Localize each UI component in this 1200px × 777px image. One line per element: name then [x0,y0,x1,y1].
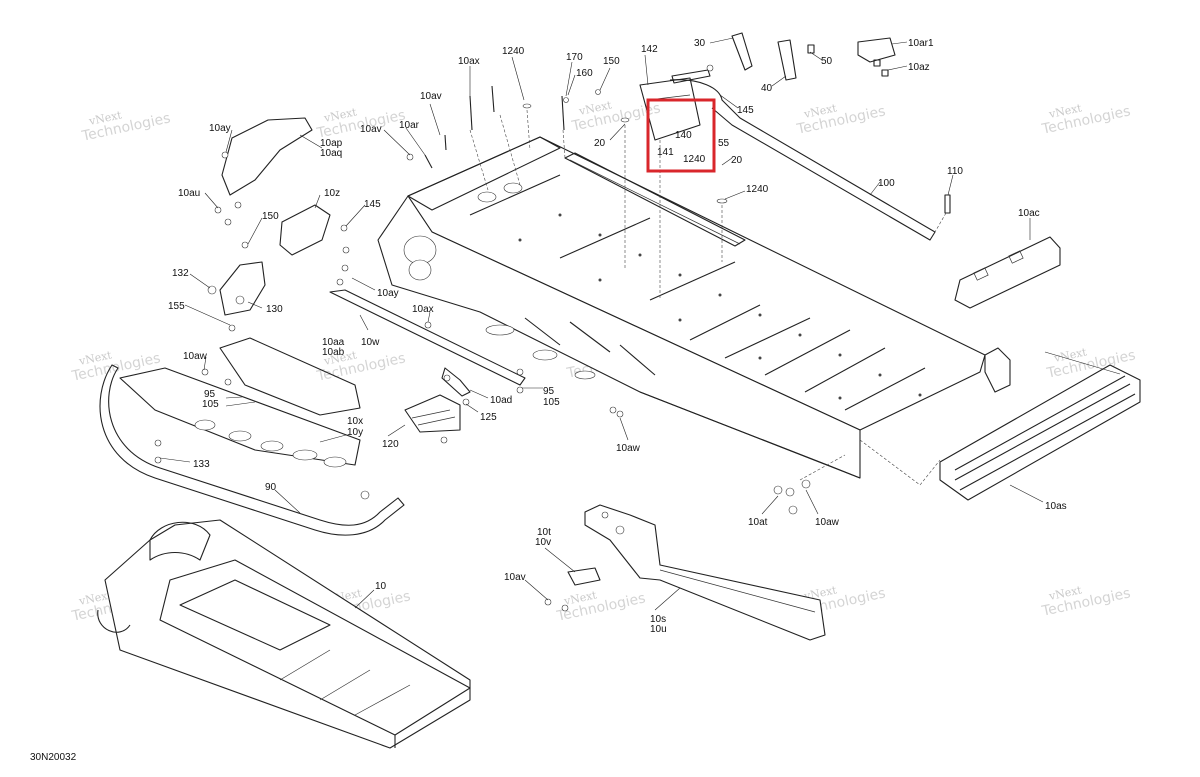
bracket-10z [279,204,331,256]
callout-141: 141 [657,147,674,158]
callout-145: 145 [737,105,754,116]
callout-55: 55 [718,138,730,149]
footrest-bracket-120 [404,394,461,433]
rail-10ay [329,289,526,386]
callout-10v: 10v [535,537,551,548]
callout-90: 90 [265,482,277,493]
callout-1240: 1240 [502,46,525,57]
callout-labels: 10ax 1240 170 160 150 142 30 40 50 10ar1… [168,38,1067,635]
callout-95: 95 [543,386,555,397]
bracket-130 [219,261,266,316]
callout-10at: 10at [748,517,768,528]
callout-105: 105 [543,397,560,408]
callout-10ar: 10ar [399,120,420,131]
callout-155: 155 [168,301,185,312]
callout-10t: 10t [537,527,551,538]
callout-20: 20 [594,138,606,149]
callout-10av: 10av [360,124,382,135]
callout-10ab: 10ab [322,347,345,358]
callout-10x: 10x [347,416,363,427]
callout-10az: 10az [908,62,930,73]
callout-10ax: 10ax [412,304,434,315]
upper-bracket-cluster [424,32,951,486]
callout-10av: 10av [420,91,442,102]
callout-160: 160 [576,68,593,79]
callout-105: 105 [202,399,219,410]
callout-10: 10 [375,581,387,592]
callout-1240: 1240 [746,184,769,195]
tunnel-ribs [469,174,926,411]
callout-10ad: 10ad [490,395,512,406]
steering-column-tube [669,79,936,241]
callout-125: 125 [480,412,497,423]
callout-10u: 10u [650,624,667,635]
callout-170: 170 [566,52,583,63]
callout-132: 132 [172,268,189,279]
callout-10y: 10y [347,427,363,438]
small-hardware [154,64,811,612]
tunnel-front-section [407,136,561,211]
bracket-10ad [441,367,471,397]
rear-bumper-10as [939,364,1141,501]
front-bumper-90 [99,364,405,536]
callout-10ax: 10ax [458,56,480,67]
callout-145: 145 [364,199,381,210]
bracket-10ac [954,236,1061,309]
bracket-30 [731,32,753,71]
main-tunnel-assembly [377,136,1011,479]
highlight-box [646,98,716,173]
skid-plate-10x [119,367,361,466]
bracket-10ar1 [857,37,896,63]
callout-10ay: 10ay [209,123,231,134]
callout-10as: 10as [1045,501,1067,512]
callout-10aw: 10aw [815,517,840,528]
left-front-brackets [119,117,526,468]
bracket-40 [777,39,797,81]
bracket-10t [567,567,601,586]
callout-10z: 10z [324,188,340,199]
callout-120: 120 [382,439,399,450]
assembled-tunnel-view-10 [97,519,471,749]
callout-10av: 10av [504,572,526,583]
callout-50: 50 [821,56,833,67]
side-wall-braces [524,317,861,479]
callout-110: 110 [947,166,963,177]
callout-10ar1: 10ar1 [908,38,934,49]
side-rail-10s [567,504,826,641]
callout-130: 130 [266,304,283,315]
callout-150: 150 [262,211,279,222]
tunnel-holes [403,182,922,400]
callout-10s: 10s [650,614,666,625]
skid-plate-cutouts [194,419,347,468]
callout-10aw: 10aw [183,351,208,362]
callout-100: 100 [878,178,895,189]
callout-10ay: 10ay [377,288,399,299]
callout-20: 20 [731,155,743,166]
callout-10aq: 10aq [320,148,342,159]
tunnel-top-rail [564,152,746,247]
plate-10aa [219,337,361,416]
callout-40: 40 [761,83,773,94]
callout-10ac: 10ac [1018,208,1040,219]
callout-10aa: 10aa [322,337,345,348]
callout-10au: 10au [178,188,200,199]
callout-10ap: 10ap [320,138,343,149]
callout-95: 95 [204,389,216,400]
leader-lines [159,37,1121,611]
callout-142: 142 [641,44,658,55]
callout-10w: 10w [361,337,380,348]
callout-140: 140 [675,130,692,141]
callout-30: 30 [694,38,706,49]
tunnel-rear-bracket [984,347,1011,393]
diagram-code: 30N20032 [30,752,77,763]
bracket-10ap [221,117,313,196]
callout-10aw: 10aw [616,443,641,454]
callout-1240: 1240 [683,154,706,165]
callout-150: 150 [603,56,620,67]
callout-133: 133 [193,459,210,470]
